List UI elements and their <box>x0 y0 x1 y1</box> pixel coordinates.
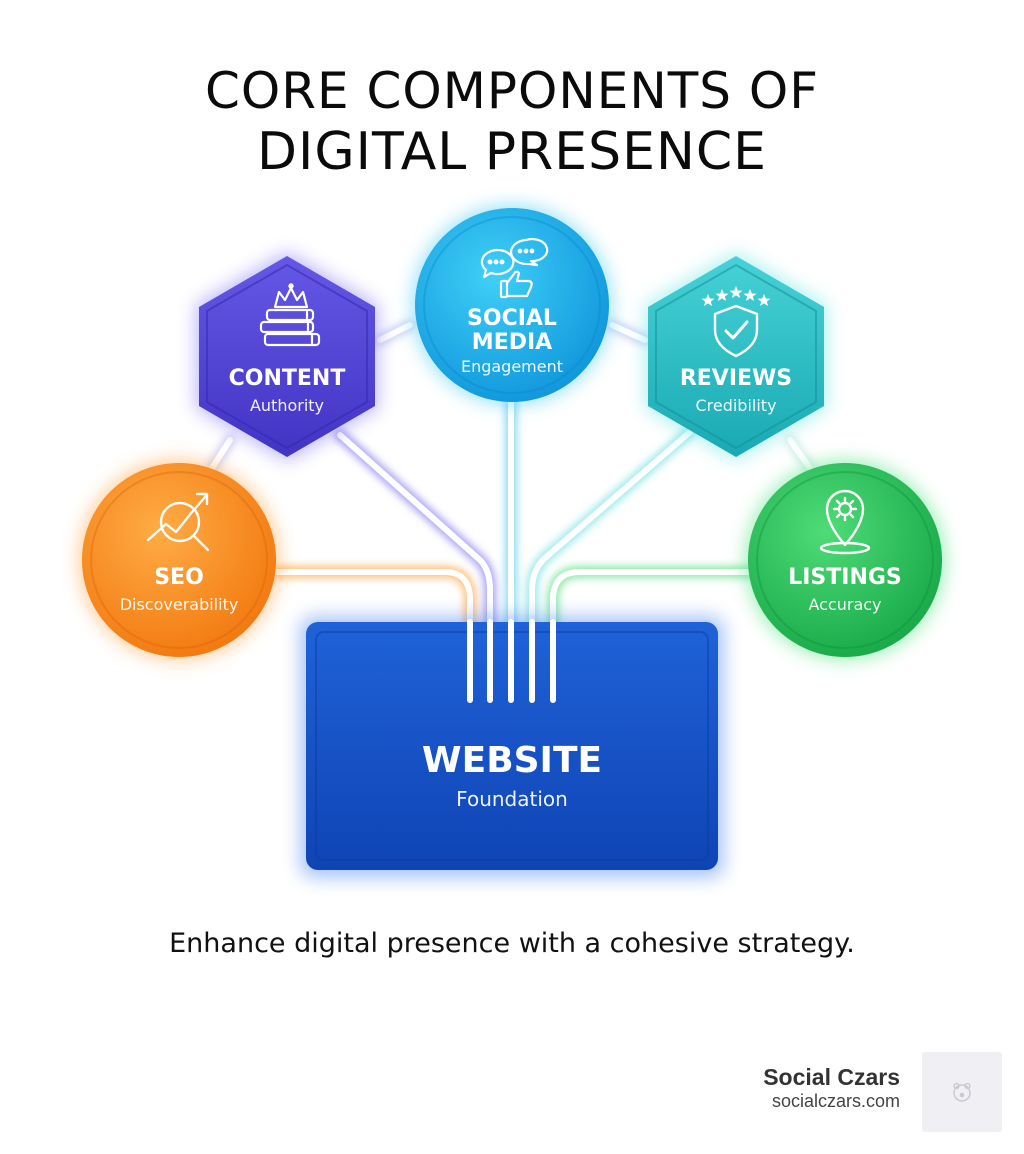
brand-logo <box>922 1052 1002 1132</box>
shield-check-stars-icon <box>701 286 771 358</box>
social-label-line-1: SOCIAL <box>467 306 557 331</box>
connector-content-social <box>377 322 413 343</box>
website-sub: Foundation <box>456 787 568 811</box>
brand-url[interactable]: socialczars.com <box>771 1091 900 1111</box>
footer <box>0 1025 1024 1154</box>
title-line-2: DIGITAL PRESENCE <box>256 122 768 182</box>
bear-icon <box>953 1082 971 1102</box>
connector-content-seo <box>209 437 233 471</box>
reviews-sub: Credibility <box>695 396 776 415</box>
connector-reviews-listings <box>787 437 813 471</box>
node-seo: SEO Discoverability <box>79 460 279 660</box>
connector-social-reviews <box>609 322 648 343</box>
node-social-media: SOCIAL MEDIA Engagement <box>412 205 612 405</box>
map-pin-gear-icon <box>819 489 871 555</box>
connector-content <box>337 432 493 703</box>
magnifier-trend-icon <box>146 492 210 552</box>
node-website: WEBSITE Foundation <box>300 616 724 878</box>
content-sub: Authority <box>250 396 324 415</box>
listings-label: LISTINGS <box>788 565 902 590</box>
website-label: WEBSITE <box>422 740 602 781</box>
title-line-1: CORE COMPONENTS OF <box>204 62 820 120</box>
seo-label: SEO <box>154 565 204 590</box>
connector-seo <box>272 569 473 703</box>
connector-listings <box>550 569 753 703</box>
books-crown-icon <box>259 283 321 347</box>
brand-name: Social Czars <box>763 1064 900 1090</box>
content-label: CONTENT <box>229 366 346 391</box>
connector-reviews <box>529 429 693 703</box>
social-sub: Engagement <box>461 357 563 376</box>
connectors <box>209 322 813 703</box>
reviews-label: REVIEWS <box>680 366 792 391</box>
listings-sub: Accuracy <box>808 595 881 614</box>
social-label-line-2: MEDIA <box>472 330 552 355</box>
seo-sub: Discoverability <box>120 595 239 614</box>
chat-bubbles-thumbs-up-icon <box>480 237 549 299</box>
node-listings: LISTINGS Accuracy <box>745 460 945 660</box>
node-reviews: REVIEWS Credibility <box>645 252 827 461</box>
tagline: Enhance digital presence with a cohesive… <box>169 928 855 959</box>
node-content: CONTENT Authority <box>196 252 378 461</box>
